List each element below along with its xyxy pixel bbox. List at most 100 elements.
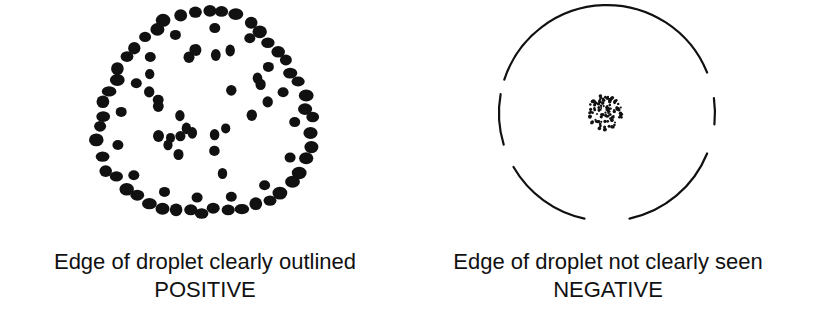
bacteria-dot xyxy=(253,25,267,38)
bacteria-dot xyxy=(599,94,603,98)
bacteria-dot xyxy=(211,49,221,61)
bacteria-dot xyxy=(285,176,300,188)
bacteria-dot xyxy=(110,74,125,86)
bacteria-dot xyxy=(209,23,220,33)
bacteria-dot xyxy=(170,203,183,216)
bacteria-dot xyxy=(174,9,187,21)
bacteria-dot xyxy=(606,115,609,118)
bacteria-dot xyxy=(608,125,611,128)
bacteria-dot xyxy=(116,107,127,117)
negative-droplet xyxy=(499,5,715,219)
bacteria-dot xyxy=(596,120,599,123)
bacteria-dot xyxy=(609,104,612,107)
bacteria-dot xyxy=(226,45,235,57)
bacteria-dot xyxy=(228,8,243,20)
bacteria-dot xyxy=(235,204,250,214)
bacteria-dot xyxy=(89,134,104,147)
bacteria-dot xyxy=(615,106,618,109)
bacteria-dot xyxy=(226,192,237,202)
bacteria-dot xyxy=(96,111,110,122)
bacteria-dot xyxy=(259,180,270,190)
bacteria-dot xyxy=(600,105,602,107)
bacteria-dot xyxy=(603,105,605,107)
bacteria-dot xyxy=(184,204,197,215)
bacteria-dot xyxy=(298,103,312,115)
bacteria-dot xyxy=(283,68,297,79)
bacteria-dot xyxy=(618,109,621,112)
bacteria-dot xyxy=(278,87,289,97)
bacteria-dot xyxy=(144,86,154,97)
bacteria-dot xyxy=(96,151,110,161)
bacteria-dot xyxy=(608,110,610,112)
bacteria-dot xyxy=(175,131,185,141)
bacteria-dot xyxy=(592,99,596,103)
droplet-edge-arc xyxy=(504,5,707,80)
bacteria-dot xyxy=(299,89,314,101)
bacteria-dot xyxy=(128,42,140,54)
bacteria-dot xyxy=(589,108,592,111)
bacteria-dot xyxy=(102,86,117,96)
bacteria-dot xyxy=(602,99,605,102)
bacteria-dot xyxy=(603,120,606,123)
bacteria-dot xyxy=(589,108,591,110)
bacteria-dot xyxy=(604,96,607,99)
bacteria-dot xyxy=(613,110,616,113)
bacteria-dot xyxy=(189,7,202,18)
droplet-edge-arc xyxy=(630,154,708,219)
bacteria-dot xyxy=(156,14,171,27)
bacteria-dot xyxy=(120,183,134,196)
bacteria-dot xyxy=(304,141,318,153)
bacteria-dot xyxy=(111,62,124,75)
bacteria-dot xyxy=(203,5,216,17)
droplet-edge-arc xyxy=(714,98,715,124)
bacteria-dot xyxy=(145,52,156,62)
bacteria-dot xyxy=(614,100,616,102)
bacteria-dot xyxy=(610,107,612,109)
bacteria-dot xyxy=(264,195,277,205)
bacteria-dot xyxy=(215,6,228,17)
bacteria-dot xyxy=(600,107,602,109)
bacteria-dot xyxy=(184,51,195,63)
bacteria-dot xyxy=(588,115,592,119)
bacteria-dot xyxy=(617,103,619,105)
positive-droplet xyxy=(89,5,319,219)
bacteria-dot xyxy=(614,122,616,124)
bacteria-dot xyxy=(174,149,184,160)
bacteria-dot xyxy=(99,165,112,177)
bacteria-dot xyxy=(620,116,623,119)
bacteria-dot xyxy=(192,193,203,203)
bacteria-dot xyxy=(261,38,274,48)
bacteria-dot xyxy=(153,130,164,142)
bacteria-dot xyxy=(170,30,181,40)
bacteria-dot xyxy=(594,101,596,103)
caption-text: Edge of droplet clearly outlined xyxy=(54,249,356,275)
bacteria-dot xyxy=(598,109,601,112)
bacteria-dot xyxy=(218,168,227,179)
bacteria-dot xyxy=(613,115,615,117)
bacteria-dot xyxy=(110,171,123,181)
bacteria-dot xyxy=(607,107,609,109)
bacteria-dot xyxy=(207,203,220,214)
bacteria-dot xyxy=(139,32,151,42)
bacteria-dot xyxy=(613,101,615,103)
bacteria-dot xyxy=(303,127,317,139)
bacteria-dot xyxy=(610,97,613,100)
bacteria-dot xyxy=(159,187,170,197)
bacteria-dot xyxy=(593,107,596,110)
bacteria-dot xyxy=(603,126,606,129)
bacteria-dot xyxy=(606,105,608,107)
bacteria-dot xyxy=(249,197,262,210)
bacteria-dot xyxy=(112,140,123,150)
bacteria-dot xyxy=(598,100,600,102)
bacteria-dot xyxy=(597,106,600,109)
bacteria-dot xyxy=(247,109,257,121)
bacteria-dot xyxy=(97,96,110,109)
bacteria-dot xyxy=(285,153,296,163)
bacteria-dot xyxy=(188,127,198,139)
bacteria-dot xyxy=(613,101,616,104)
bacteria-dot xyxy=(221,123,230,133)
bacteria-dot xyxy=(620,106,622,108)
bacteria-dot xyxy=(603,128,607,132)
bacteria-dot xyxy=(153,101,164,112)
